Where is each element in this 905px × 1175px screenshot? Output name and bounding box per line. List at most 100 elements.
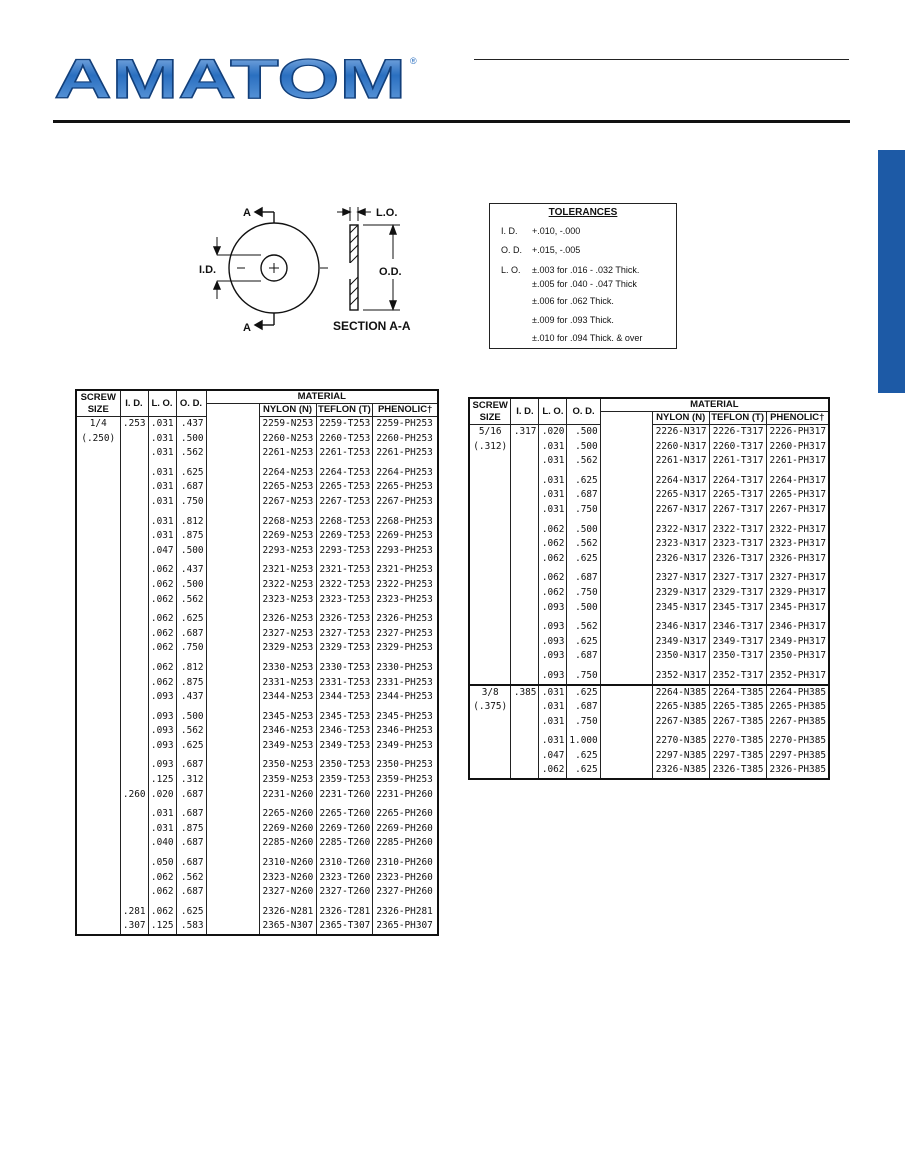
id-cell (119, 558, 149, 578)
blank-cell (599, 439, 653, 455)
od-cell: .562 (175, 724, 207, 739)
id-cell (510, 663, 540, 685)
phenolic-part: 2261-PH253 (372, 446, 439, 461)
blank-cell (599, 714, 653, 730)
screw-size-value: 3/8 (481, 686, 499, 698)
od-cell: .750 (175, 494, 207, 510)
od-cell: .500 (566, 517, 601, 538)
id-cell: .385 (510, 683, 540, 701)
phenolic-part: 2327-PH253 (372, 626, 439, 642)
lo-header: L. O. (147, 389, 177, 417)
od-cell: .562 (566, 454, 601, 469)
nylon-part: 2350-N317 (651, 649, 710, 664)
teflon-part: 2327-T317 (708, 566, 767, 586)
phenolic-part: 2349-PH253 (372, 738, 439, 754)
nylon-part: 2349-N317 (651, 634, 710, 650)
blank-cell (205, 529, 260, 544)
id-cell (119, 460, 149, 481)
teflon-part: 2231-T260 (315, 787, 374, 803)
lo-cell: .093 (538, 663, 568, 685)
blank-cell (599, 763, 653, 780)
phenolic-part: 2322-PH253 (372, 577, 439, 593)
nylon-part: 2321-N253 (258, 558, 317, 578)
screw-size-value: (.375) (473, 701, 508, 713)
blank-cell (205, 607, 260, 627)
nylon-header: NYLON (N) (651, 411, 710, 425)
blank-cell (205, 494, 260, 510)
nylon-part: 2326-N281 (258, 899, 317, 920)
id-cell (510, 649, 540, 664)
blank-cell (205, 655, 260, 676)
blank-cell (205, 577, 260, 593)
id-cell: .317 (510, 424, 540, 440)
phenolic-part: 2352-PH317 (765, 663, 830, 685)
phenolic-part: 2265-PH253 (372, 480, 439, 495)
blank-cell (205, 543, 260, 559)
blank-cell (599, 663, 653, 685)
id-cell (510, 714, 540, 730)
nylon-part: 2330-N253 (258, 655, 317, 676)
lo-cell: .031 (147, 802, 177, 822)
id-cell (510, 468, 540, 489)
teflon-part: 2265-T317 (708, 488, 767, 503)
phenolic-part: 2330-PH253 (372, 655, 439, 676)
phenolic-part: 2293-PH253 (372, 543, 439, 559)
logo-wordmark: AMATOM (54, 52, 406, 104)
blank-cell (205, 870, 260, 886)
id-cell (119, 738, 149, 754)
material-header: MATERIAL (599, 397, 830, 412)
phenolic-header: PHENOLIC† (765, 411, 830, 425)
id-cell: .253 (119, 416, 149, 432)
od-cell: .875 (175, 675, 207, 691)
od-cell: .625 (566, 551, 601, 567)
od-cell: .437 (175, 558, 207, 578)
phenolic-part: 2350-PH317 (765, 649, 830, 664)
blank-cell (599, 454, 653, 469)
nylon-part: 2359-N253 (258, 773, 317, 788)
nylon-part: 2267-N317 (651, 502, 710, 518)
blank-cell (205, 836, 260, 852)
phenolic-part: 2327-PH260 (372, 885, 439, 900)
phenolic-part: 2270-PH385 (765, 729, 830, 749)
lo-cell: .062 (538, 517, 568, 538)
nylon-part: 2352-N317 (651, 663, 710, 685)
id-cell (510, 537, 540, 552)
tol-label: O. D. (501, 245, 523, 255)
nylon-header: NYLON (N) (258, 403, 317, 417)
lo-cell: .062 (147, 607, 177, 627)
nylon-part: 2293-N253 (258, 543, 317, 559)
lo-cell: .031 (538, 468, 568, 489)
lo-cell: .031 (538, 502, 568, 518)
od-cell: .625 (566, 634, 601, 650)
nylon-part: 2346-N317 (651, 615, 710, 635)
od-cell: .562 (566, 615, 601, 635)
nylon-part: 2231-N260 (258, 787, 317, 803)
lo-cell: .031 (147, 416, 177, 432)
nylon-part: 2310-N260 (258, 851, 317, 871)
phenolic-part: 2267-PH253 (372, 494, 439, 510)
od-cell: .687 (566, 649, 601, 664)
id-cell (510, 748, 540, 764)
teflon-part: 2260-T317 (708, 439, 767, 455)
nylon-part: 2267-N253 (258, 494, 317, 510)
teflon-part: 2350-T317 (708, 649, 767, 664)
blank-cell (599, 700, 653, 715)
id-cell (119, 724, 149, 739)
id-cell (510, 729, 540, 749)
od-cell: .687 (175, 836, 207, 852)
lo-cell: .031 (538, 729, 568, 749)
lo-cell: .125 (147, 919, 177, 935)
